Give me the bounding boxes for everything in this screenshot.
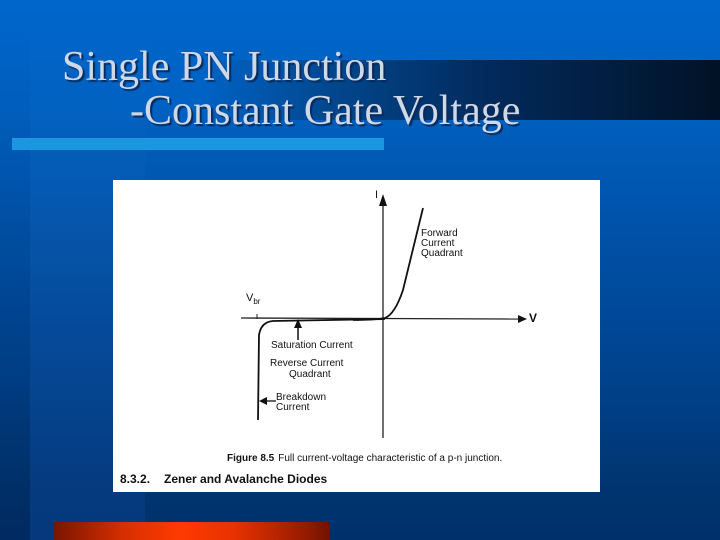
figure-caption-text: Full current-voltage characteristic of a… [278,453,503,464]
background-left-band [0,0,30,540]
footer-orange-bar [54,522,330,540]
title-underline-bar [12,138,384,150]
section-number: 8.3.2. [120,472,151,486]
forward-quadrant-label-1: Forward [421,228,458,239]
axis-v-label: V [529,311,538,325]
breakdown-current-label-1: Breakdown [276,392,327,403]
section-heading: 8.3.2. Zener and Avalanche Diodes [120,472,327,486]
vbr-label: Vbr [246,292,261,307]
reverse-quadrant-label-2: Quadrant [289,369,331,380]
breakdown-current-label-2: Current [276,402,310,413]
iv-curve-graphic [240,194,527,438]
saturation-current-label: Saturation Current [271,340,353,351]
slide-title-line1: Single PN Junction [62,44,387,90]
slide-title-line2: -Constant Gate Voltage [130,88,521,134]
forward-quadrant-label-2: Current [421,238,455,249]
slide-title: Single PN Junction -Constant Gate Voltag… [62,44,520,134]
section-title: Zener and Avalanche Diodes [164,472,328,486]
iv-characteristic-figure: I V Vbr Forward Current Quadrant Saturat… [113,180,600,492]
axis-i-label: I [375,189,379,201]
forward-quadrant-label-3: Quadrant [421,248,463,259]
figure-caption-prefix: Figure 8.5 [227,453,275,464]
title-dark-bar [58,60,720,120]
reverse-quadrant-label-1: Reverse Current [270,358,344,369]
